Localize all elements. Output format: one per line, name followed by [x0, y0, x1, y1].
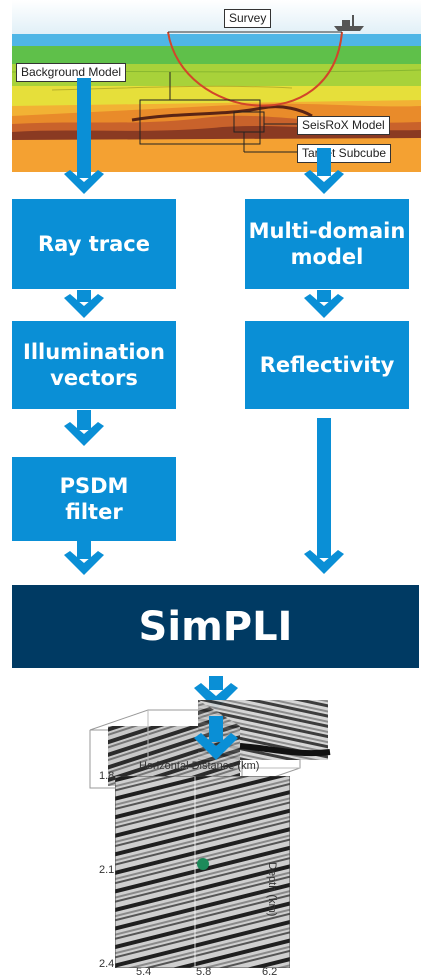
x-tick-label: 6.2 [262, 966, 278, 978]
illumination-vectors-box: Illumination vectors [12, 321, 176, 409]
y-tick-label: 1.8 [99, 770, 115, 782]
x-tick-label: 5.4 [136, 966, 152, 978]
arrow-down-icon [304, 170, 344, 194]
arrow-down-icon [64, 410, 104, 446]
arrow-shaft-background [77, 78, 91, 178]
arrow-shaft-target [317, 148, 331, 176]
psdm-filter-box: PSDM filter [12, 457, 176, 541]
survey-label: Survey [224, 9, 272, 28]
background-model-label: Background Model [16, 63, 127, 82]
section-plot-ylabel: Depth (km) [266, 862, 278, 917]
arrow-down-icon [194, 716, 238, 760]
arrow-down-icon [64, 170, 104, 194]
y-tick-label: 2.4 [99, 958, 115, 970]
geology-model-image: Survey Background Model SeisRoX Model Ta… [11, 0, 421, 172]
ray-trace-box: Ray trace [12, 199, 176, 289]
arrow-down-icon [64, 290, 104, 318]
x-tick-label: 5.8 [196, 966, 212, 978]
arrow-down-icon [64, 541, 104, 575]
arrow-down-icon [194, 676, 238, 710]
target-subcube-label: Target Subcube [297, 144, 392, 163]
y-tick-label: 2.1 [99, 864, 115, 876]
reflectivity-box: Reflectivity [245, 321, 409, 409]
arrow-down-icon [304, 550, 344, 574]
seisrox-model-label: SeisRoX Model [297, 116, 390, 135]
multi-domain-model-box: Multi-domain model [245, 199, 409, 289]
arrow-down-icon [304, 290, 344, 318]
simpli-box: SimPLI [12, 585, 419, 668]
section-plot-title: Horizontal Distance (km) [139, 760, 260, 772]
seismic-section-image [115, 776, 290, 968]
arrow-shaft-reflectivity [317, 418, 331, 558]
